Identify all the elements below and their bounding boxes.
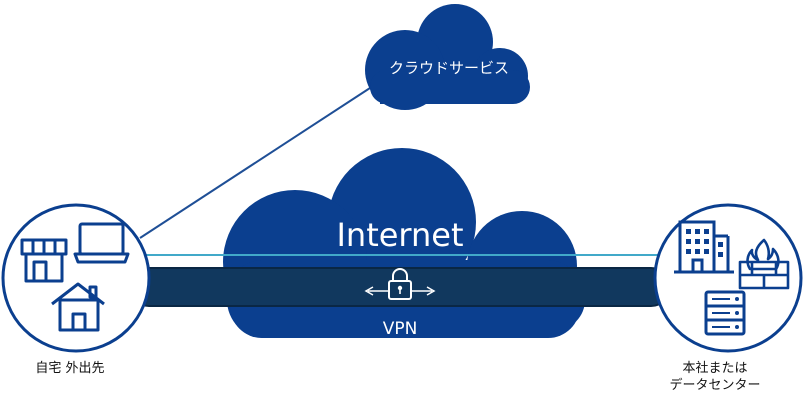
store-icon — [20, 238, 68, 283]
internet-label: Internet — [336, 216, 463, 254]
house-icon — [51, 282, 105, 332]
laptop-icon — [73, 222, 130, 264]
cloud-service-label: クラウドサービス — [389, 59, 509, 77]
firewall-icon — [738, 238, 790, 290]
lock-icon — [388, 268, 412, 300]
datacenter-site-label: 本社または データセンター — [640, 360, 790, 394]
cloud-service-cloud-icon — [365, 4, 530, 110]
server-rack-icon — [704, 290, 746, 336]
datacenter-label-line1: 本社または — [682, 361, 748, 376]
vpn-label: VPN — [383, 319, 418, 339]
office-building-icon — [674, 220, 734, 274]
connection-line-cloud — [139, 87, 371, 239]
datacenter-site-circle — [653, 203, 803, 353]
home-site-label: 自宅 外出先 — [35, 361, 105, 376]
datacenter-label-line2: データセンター — [669, 378, 761, 393]
